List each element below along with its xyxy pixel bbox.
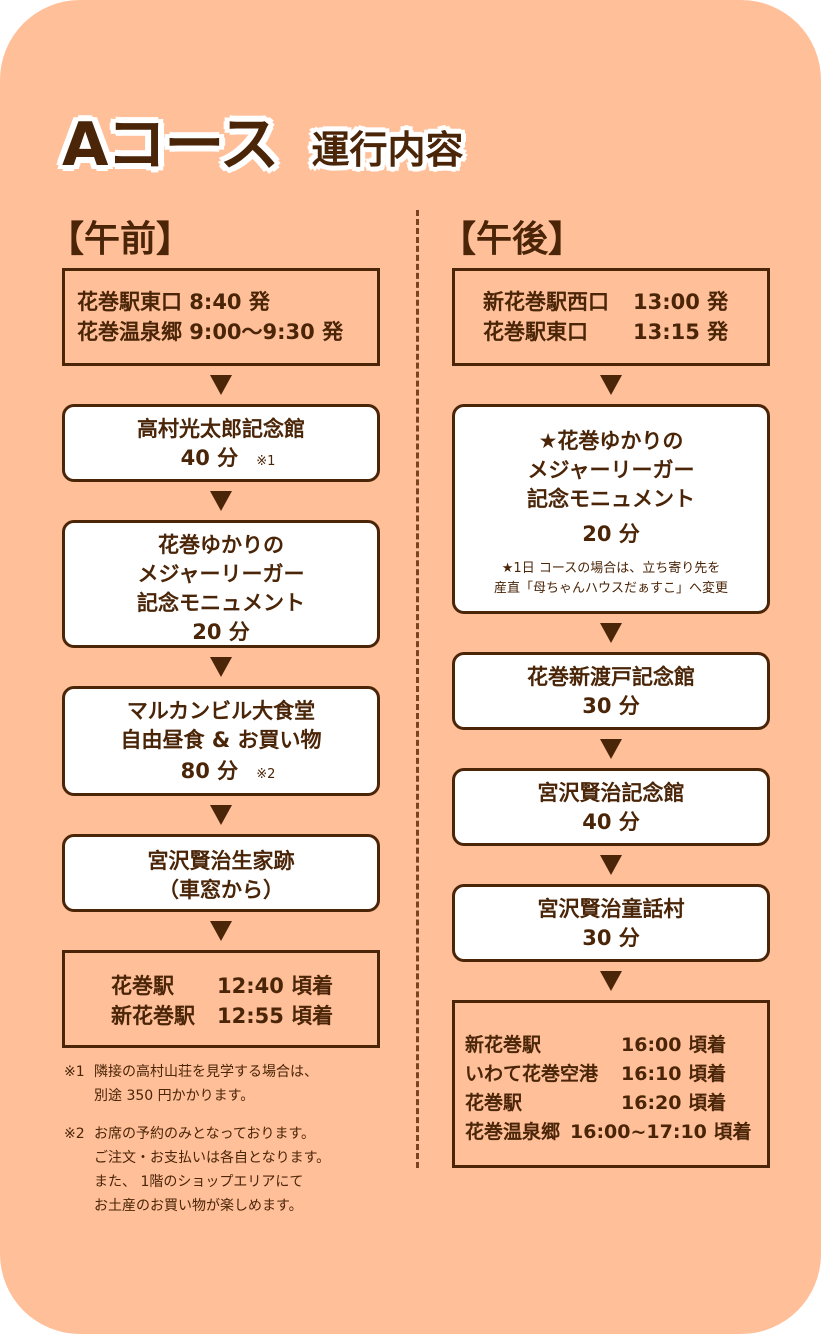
afternoon-heading: 【午後】	[440, 219, 585, 260]
stop-name: 宮沢賢治童話村	[537, 897, 685, 921]
arrival-place: 花巻温泉郷	[465, 1121, 561, 1143]
down-triangle-icon	[600, 971, 622, 991]
stop-box: マルカンビル大食堂 自由昼食 & お買い物 80 分 ※2	[62, 686, 380, 796]
course-name: Aコース	[62, 110, 279, 180]
morning-column: 花巻駅東口 8:40 発 花巻温泉郷 9:00〜9:30 発 高村光太郎記念館 …	[62, 268, 380, 1048]
stop-duration: 20 分	[582, 522, 640, 546]
arrival-place: 花巻駅	[111, 974, 174, 998]
stop-box: 宮沢賢治記念館 40 分	[452, 768, 770, 846]
arrival-place: 新花巻駅	[111, 1004, 195, 1028]
stop-duration: 30 分	[582, 926, 640, 950]
arrival-time: 12:40 頃着	[217, 974, 334, 998]
departure-time: 13:00 発	[633, 290, 729, 314]
footnote-line: お席の予約のみとなっております。	[94, 1126, 316, 1142]
down-triangle-icon	[210, 805, 232, 825]
arrival-time: 16:00~17:10 頃着	[570, 1121, 752, 1143]
afternoon-departure-box: 新花巻駅西口 13:00 発 花巻駅東口 13:15 発	[452, 268, 770, 366]
stop-box: 宮沢賢治生家跡 （車窓から）	[62, 834, 380, 912]
arrival-time: 16:20 頃着	[621, 1092, 727, 1114]
stop-box: 宮沢賢治童話村 30 分	[452, 884, 770, 962]
note-mark: ※1	[256, 454, 276, 469]
stop-name: 宮沢賢治生家跡	[147, 849, 295, 873]
arrival-place: いわて花巻空港	[465, 1063, 599, 1085]
footnote: ※1 隣接の高村山荘を見学する場合は、 別途 350 円かかります。	[64, 1060, 394, 1108]
star-note-line: ★1日 コースの場合は、立ち寄り先を	[501, 561, 721, 576]
note-mark: ※2	[256, 767, 276, 782]
down-triangle-icon	[210, 491, 232, 511]
course-subtitle: 運行内容	[311, 128, 464, 172]
stop-duration: 40 分	[582, 810, 640, 834]
down-triangle-icon	[600, 623, 622, 643]
afternoon-column: 新花巻駅西口 13:00 発 花巻駅東口 13:15 発 ★花巻ゆかりの メジャーリ…	[452, 268, 770, 1168]
footnote-line: また、 1階のショップエリアにて	[94, 1174, 304, 1190]
stop-name: ★花巻ゆかりの	[538, 429, 684, 453]
departure-line: 花巻温泉郷 9:00〜9:30 発	[77, 320, 344, 344]
stop-name: メジャーリーガー	[527, 458, 695, 482]
stop-name: 花巻新渡戸記念館	[527, 665, 695, 689]
stop-box: ★花巻ゆかりの メジャーリーガー 記念モニュメント 20 分 ★1日 コースの場…	[452, 404, 770, 614]
departure-place: 花巻駅東口	[483, 320, 588, 344]
star-note-line: 産直「母ちゃんハウスだぁすこ」へ変更	[493, 581, 728, 596]
stop-duration: 30 分	[582, 694, 640, 718]
footnote-line: 別途 350 円かかります。	[94, 1088, 255, 1104]
morning-arrival-box: 花巻駅 12:40 頃着 新花巻駅 12:55 頃着	[62, 950, 380, 1048]
footnote-mark: ※1	[64, 1064, 85, 1080]
stop-name: 記念モニュメント	[527, 487, 695, 511]
footnote: ※2 お席の予約のみとなっております。 ご注文・お支払いは各自となります。 また…	[64, 1122, 394, 1218]
stop-name: 自由昼食 & お買い物	[120, 728, 322, 752]
arrival-place: 新花巻駅	[465, 1034, 542, 1056]
departure-line: 花巻駅東口 8:40 発	[77, 290, 270, 314]
stop-duration: 80 分	[180, 759, 239, 783]
down-triangle-icon	[600, 375, 622, 395]
stop-name: 高村光太郎記念館	[137, 417, 305, 441]
morning-heading: 【午前】	[48, 219, 193, 260]
down-triangle-icon	[600, 739, 622, 759]
stop-name: （車窓から）	[158, 878, 284, 902]
down-triangle-icon	[210, 657, 232, 677]
stop-box: 花巻ゆかりの メジャーリーガー 記念モニュメント 20 分	[62, 520, 380, 648]
footnotes: ※1 隣接の高村山荘を見学する場合は、 別途 350 円かかります。 ※2 お席…	[64, 1060, 394, 1232]
down-triangle-icon	[210, 375, 232, 395]
arrival-time: 12:55 頃着	[217, 1004, 334, 1028]
footnote-line: 隣接の高村山荘を見学する場合は、	[94, 1064, 318, 1080]
star-note: ★1日 コースの場合は、立ち寄り先を 産直「母ちゃんハウスだぁすこ」へ変更	[455, 559, 767, 599]
page-title: Aコース 運行内容	[62, 100, 463, 180]
stop-box: 高村光太郎記念館 40 分 ※1	[62, 404, 380, 482]
stop-name: 記念モニュメント	[137, 591, 305, 615]
down-triangle-icon	[210, 921, 232, 941]
down-triangle-icon	[600, 855, 622, 875]
stop-box: 花巻新渡戸記念館 30 分	[452, 652, 770, 730]
stop-name: マルカンビル大食堂	[126, 699, 316, 723]
arrival-place: 花巻駅	[465, 1092, 523, 1114]
departure-place: 新花巻駅西口	[483, 290, 609, 314]
column-divider	[416, 210, 419, 1168]
footnote-line: ご注文・お支払いは各自となります。	[94, 1150, 331, 1166]
morning-departure-box: 花巻駅東口 8:40 発 花巻温泉郷 9:00〜9:30 発	[62, 268, 380, 366]
footnote-line: お土産のお買い物が楽しめます。	[94, 1198, 303, 1214]
stop-duration: 40 分	[180, 446, 239, 470]
arrival-time: 16:10 頃着	[621, 1063, 727, 1085]
arrival-time: 16:00 頃着	[621, 1034, 727, 1056]
departure-time: 13:15 発	[633, 320, 729, 344]
stop-name: 宮沢賢治記念館	[537, 781, 685, 805]
stop-name: メジャーリーガー	[137, 562, 305, 586]
afternoon-arrival-box: 新花巻駅 16:00 頃着 いわて花巻空港 16:10 頃着 花巻駅 16:20 頃着…	[452, 1000, 770, 1168]
footnote-mark: ※2	[64, 1126, 85, 1142]
stop-duration: 20 分	[192, 620, 250, 644]
stop-name: 花巻ゆかりの	[158, 533, 284, 557]
